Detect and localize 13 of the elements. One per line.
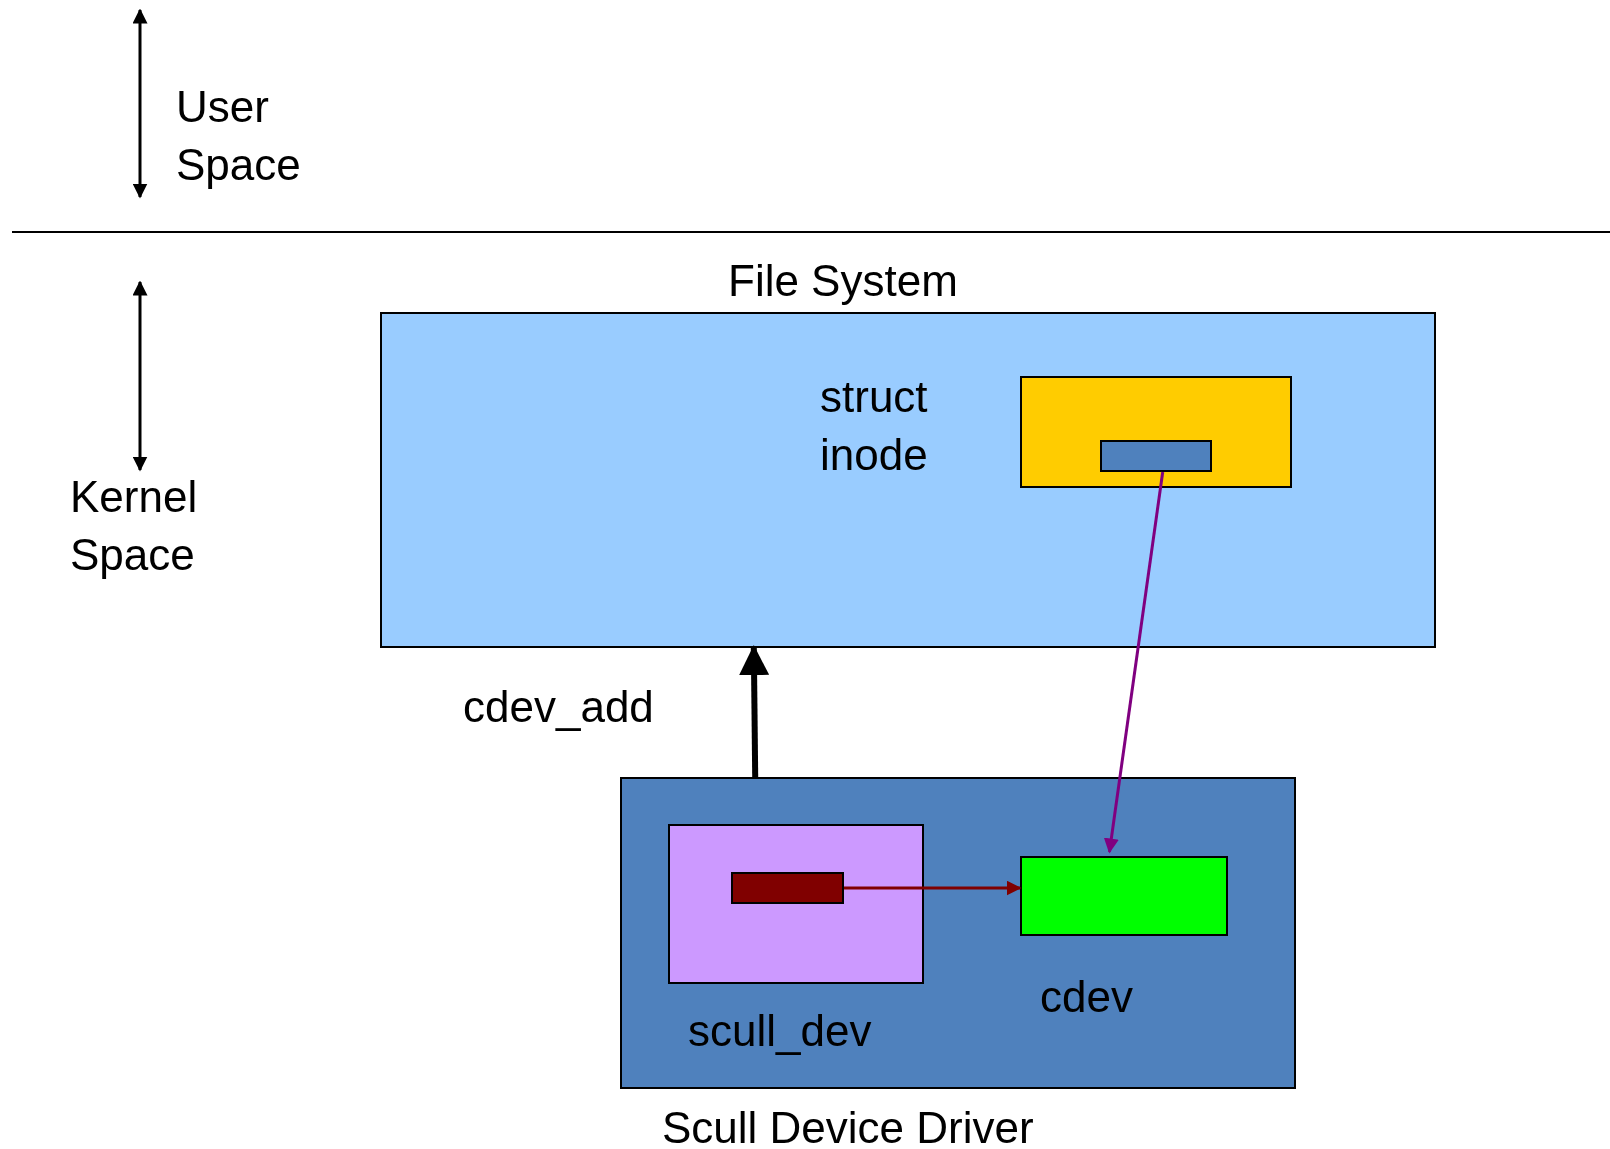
- region-label: User Space: [176, 81, 302, 191]
- node-label: Scull Device Driver: [662, 1102, 1035, 1149]
- arrow: [844, 880, 1022, 896]
- edge-label: cdev_add: [463, 681, 654, 733]
- node-label: scull_dev: [688, 1005, 873, 1057]
- arrow: [1103, 471, 1165, 854]
- pointer-field: [731, 872, 844, 904]
- node-label: File System: [728, 255, 959, 307]
- node-label: struct inode: [820, 371, 929, 481]
- arrow: [739, 645, 770, 778]
- region-label: Kernel Space: [70, 471, 199, 581]
- pointer-field: [1100, 440, 1212, 472]
- node-label: cdev: [1040, 971, 1134, 1023]
